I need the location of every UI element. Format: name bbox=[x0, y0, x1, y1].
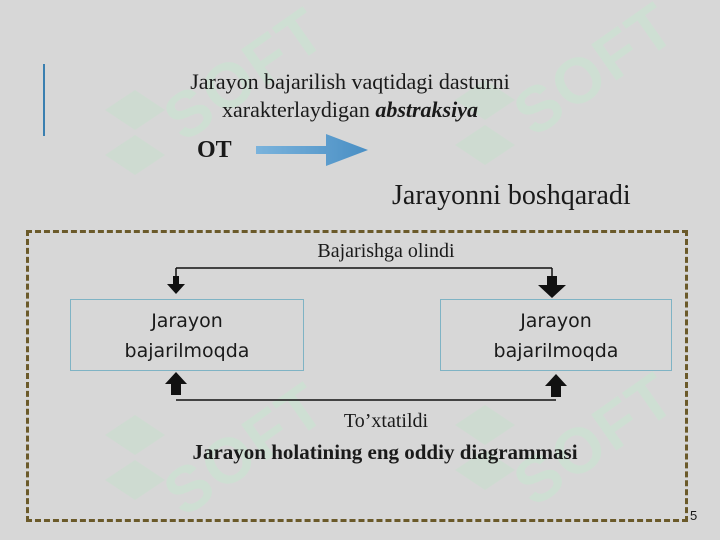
slide-heading: Jarayon bajarilish vaqtidagi dasturni xa… bbox=[110, 68, 590, 124]
up-arrow-icon bbox=[165, 372, 187, 395]
down-arrow-icon bbox=[167, 276, 185, 294]
state-box-right: Jarayon bajarilmoqda bbox=[440, 299, 672, 371]
heading-emphasis: abstraksiya bbox=[375, 97, 478, 122]
heading-line-2: xarakterlaydigan abstraksiya bbox=[110, 96, 590, 124]
state-label-line-2: bajarilmoqda bbox=[124, 340, 250, 362]
heading-line-2-text: xarakterlaydigan bbox=[222, 97, 376, 122]
heading-line-1: Jarayon bajarilish vaqtidagi dasturni bbox=[190, 69, 510, 94]
watermark-logo-icon bbox=[105, 415, 165, 500]
state-label-line-1: Jarayon bbox=[151, 310, 223, 332]
watermark-logo-icon bbox=[105, 90, 165, 175]
top-edge-label: Bajarishga olindi bbox=[317, 240, 455, 262]
up-arrow-icon bbox=[545, 374, 567, 397]
bottom-edge-label: To’xtatildi bbox=[343, 410, 429, 432]
down-arrow-icon bbox=[538, 276, 566, 298]
accent-bar bbox=[43, 64, 45, 136]
ot-label: OT bbox=[197, 137, 232, 163]
diagram-frame bbox=[26, 230, 688, 522]
subtitle: Jarayonni boshqaradi bbox=[392, 180, 631, 211]
right-arrow-icon bbox=[256, 134, 368, 166]
watermark-logo-icon bbox=[455, 405, 515, 490]
state-box-left: Jarayon bajarilmoqda bbox=[70, 299, 304, 371]
watermark-logo-icon bbox=[455, 80, 515, 165]
diagram-caption: Jarayon holatining eng oddiy diagrammasi bbox=[192, 440, 578, 464]
page-number: 5 bbox=[690, 508, 698, 523]
state-label-line-1: Jarayon bbox=[520, 310, 592, 332]
state-label-line-2: bajarilmoqda bbox=[493, 340, 619, 362]
